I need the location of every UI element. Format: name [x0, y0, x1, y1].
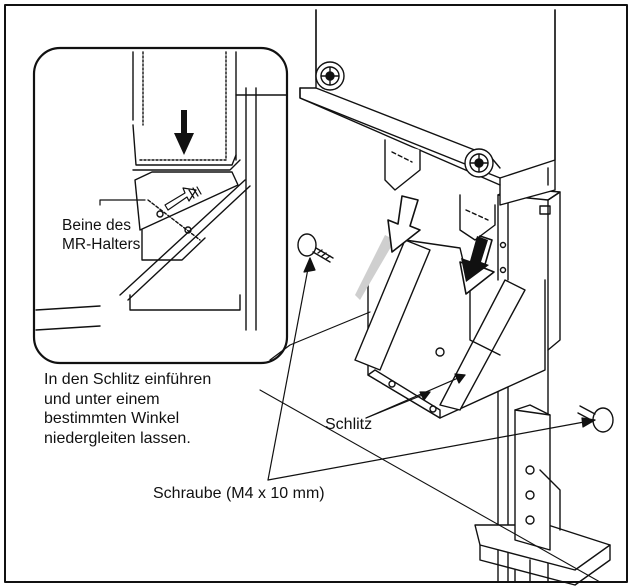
- wheel-left: [315, 61, 345, 91]
- slot-label: Schlitz: [325, 416, 373, 433]
- instruction-text: In den Schlitz einführen und unter einem…: [44, 370, 211, 448]
- instruction-line1: In den Schlitz einführen: [44, 371, 212, 388]
- instruction-line2: und unter einem: [44, 390, 160, 408]
- inset-label-line1: Beine des: [62, 217, 131, 234]
- screw-left: [297, 233, 334, 263]
- screw-label: Schraube (M4 x 10 mm): [153, 485, 325, 502]
- leader-lines: [267, 257, 596, 481]
- bracket-shade: [355, 235, 395, 300]
- inset-label: Beine des MR-Halters: [62, 216, 140, 254]
- inset-detail: [32, 46, 289, 365]
- holder-legs: [384, 139, 496, 241]
- down-arrows: [387, 195, 495, 295]
- main-illustration: [259, 9, 614, 586]
- bracket: [354, 239, 546, 419]
- stand-base: [474, 404, 611, 586]
- mr-holder-body: [299, 9, 556, 206]
- instruction-line3: bestimmten Winkel: [44, 410, 180, 427]
- outer-frame: [4, 4, 628, 583]
- instruction-line4: niedergleiten lassen.: [44, 429, 191, 447]
- wheel-right: [464, 148, 494, 178]
- inset-label-line2: MR-Halters: [62, 236, 141, 253]
